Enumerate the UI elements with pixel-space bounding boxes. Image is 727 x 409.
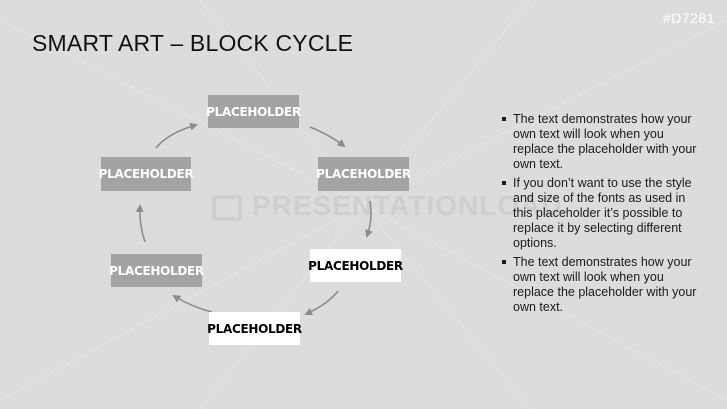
bullet-item: The text demonstrates how your own text …	[502, 112, 707, 172]
cycle-block-lower-left[interactable]: PLACEHOLDER	[109, 254, 204, 287]
bullet-marker	[502, 117, 506, 121]
watermark: PRESENTATIONLOAD	[212, 190, 563, 222]
bullet-item: The text demonstrates how your own text …	[502, 255, 707, 315]
cycle-block-upper-left[interactable]: PLACEHOLDER	[99, 157, 194, 191]
cycle-block-top[interactable]: PLACEHOLDER	[206, 95, 301, 128]
cycle-arrow	[304, 290, 339, 316]
cycle-arrow	[309, 126, 346, 148]
cycle-block-upper-right[interactable]: PLACEHOLDER	[316, 157, 411, 191]
presentation-icon	[212, 194, 242, 221]
bullet-text: The text demonstrates how your own text …	[513, 255, 697, 314]
watermark-text: PRESENTATIONLOAD	[252, 190, 563, 221]
cycle-block-lower-right[interactable]: PLACEHOLDER	[308, 249, 403, 282]
cycle-arrow	[172, 294, 213, 313]
slide-title: SMART ART – BLOCK CYCLE	[32, 30, 354, 56]
cycle-arrow	[135, 204, 146, 243]
bullet-text: The text demonstrates how your own text …	[513, 112, 697, 171]
bullet-marker	[502, 260, 506, 264]
slide-code: #D7281	[662, 10, 715, 26]
cycle-block-bottom[interactable]: PLACEHOLDER	[207, 312, 302, 345]
cycle-arrow	[365, 200, 373, 238]
bullet-text: If you don’t want to use the style and s…	[513, 176, 692, 250]
bullet-item: If you don’t want to use the style and s…	[502, 176, 707, 251]
cycle-arrow	[155, 122, 198, 149]
bullet-list: The text demonstrates how your own text …	[502, 112, 707, 319]
bullet-marker	[502, 181, 506, 185]
